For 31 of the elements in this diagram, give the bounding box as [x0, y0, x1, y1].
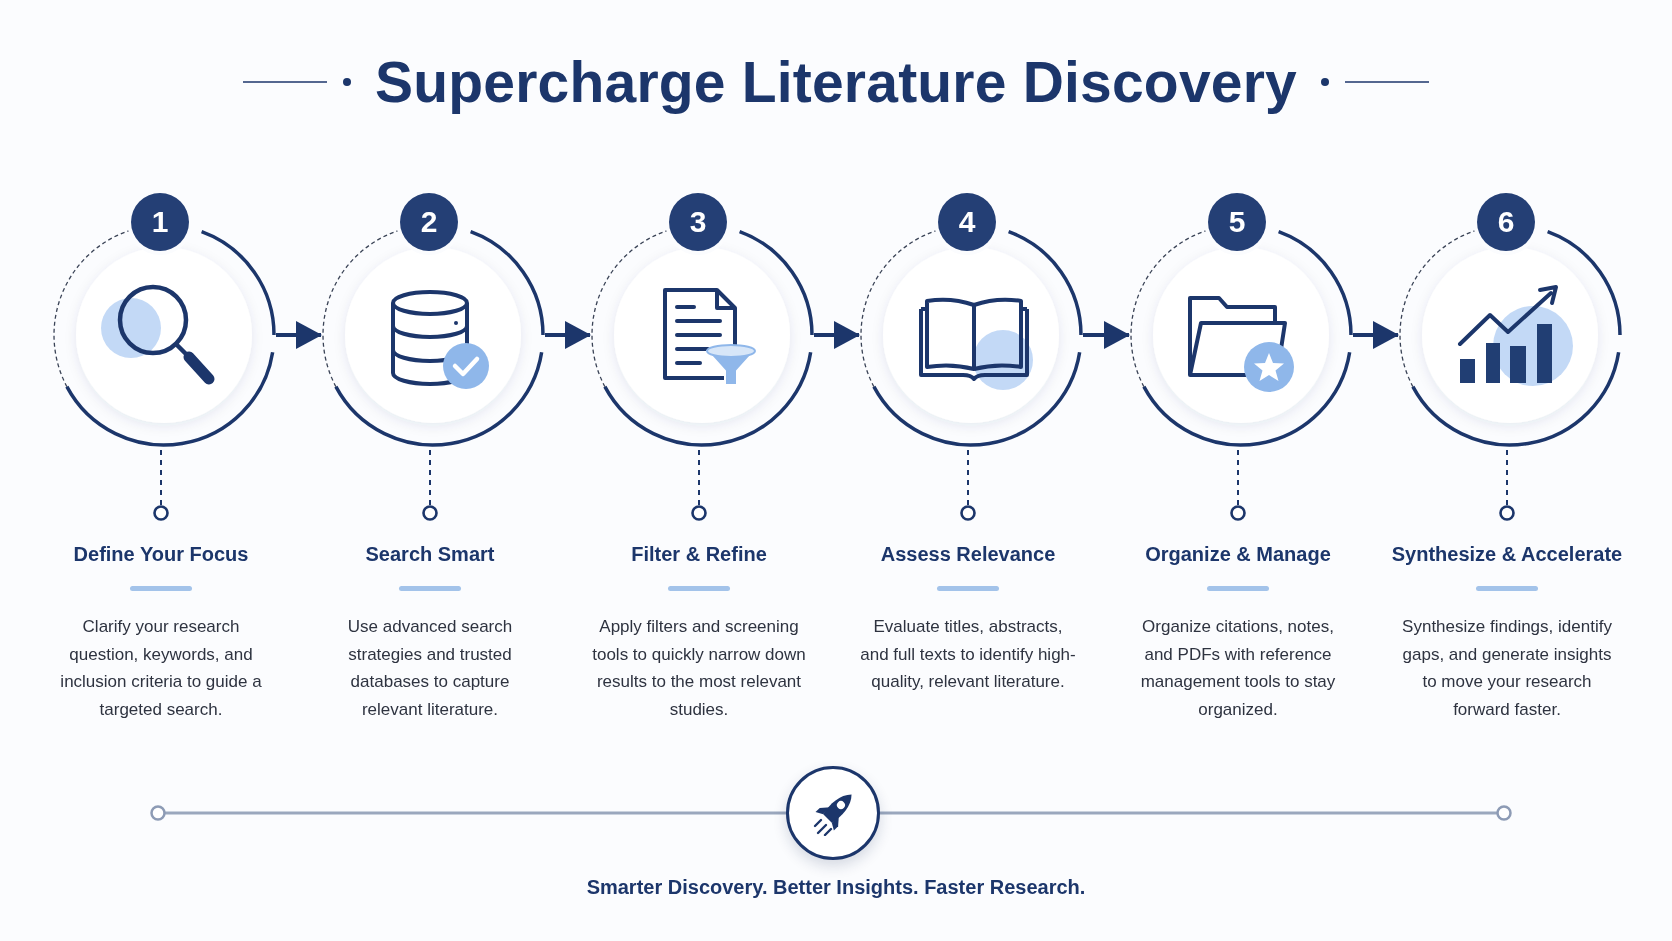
- step-number-badge: 1: [131, 193, 189, 251]
- dashed-connector: [691, 449, 707, 521]
- dashed-connector: [422, 449, 438, 521]
- step-number-badge: 6: [1477, 193, 1535, 251]
- step-number-badge: 3: [669, 193, 727, 251]
- arrow: [1083, 321, 1130, 349]
- step-heading: Synthesize & Accelerate: [1391, 542, 1623, 567]
- step-description: Apply filters and screening tools to quickly narrow down results to the most relevant studies.: [591, 616, 807, 721]
- dashed-connector: [1499, 449, 1515, 521]
- step-heading: Organize & Manage: [1145, 542, 1331, 567]
- arrow: [545, 321, 591, 349]
- arrow: [276, 321, 322, 349]
- step-heading: Search Smart: [365, 542, 495, 567]
- step-description: Synthesize findings, identify gaps, and generate insights to move your research forward faster.: [1401, 616, 1613, 721]
- step-description: Clarify your research question, keywords, and inclusion criteria to guide a targeted search.: [59, 616, 263, 721]
- step-heading: Define Your Focus: [73, 542, 249, 567]
- dashed-connector: [153, 449, 169, 521]
- arrow: [1353, 321, 1399, 349]
- step-description: Evaluate titles, abstracts, and full texts to identify high-quality, relevant literature.: [859, 616, 1077, 693]
- dashed-connector: [1230, 449, 1246, 521]
- step-description: Use advanced search strategies and trusted databases to capture relevant literature.: [346, 616, 514, 721]
- step-heading: Assess Relevance: [880, 542, 1056, 567]
- step-heading: Filter & Refine: [631, 542, 767, 567]
- step-number-badge: 2: [400, 193, 458, 251]
- arrow: [814, 321, 860, 349]
- step-number-badge: 5: [1208, 193, 1266, 251]
- step-description: Organize citations, notes, and PDFs with reference management tools to stay organized.: [1139, 616, 1337, 721]
- step-number-badge: 4: [938, 193, 996, 251]
- tagline: Smarter Discovery. Better Insights. Faster Research.: [586, 875, 1086, 900]
- dashed-connector: [960, 449, 976, 521]
- title: Supercharge Literature Discovery: [375, 49, 1297, 116]
